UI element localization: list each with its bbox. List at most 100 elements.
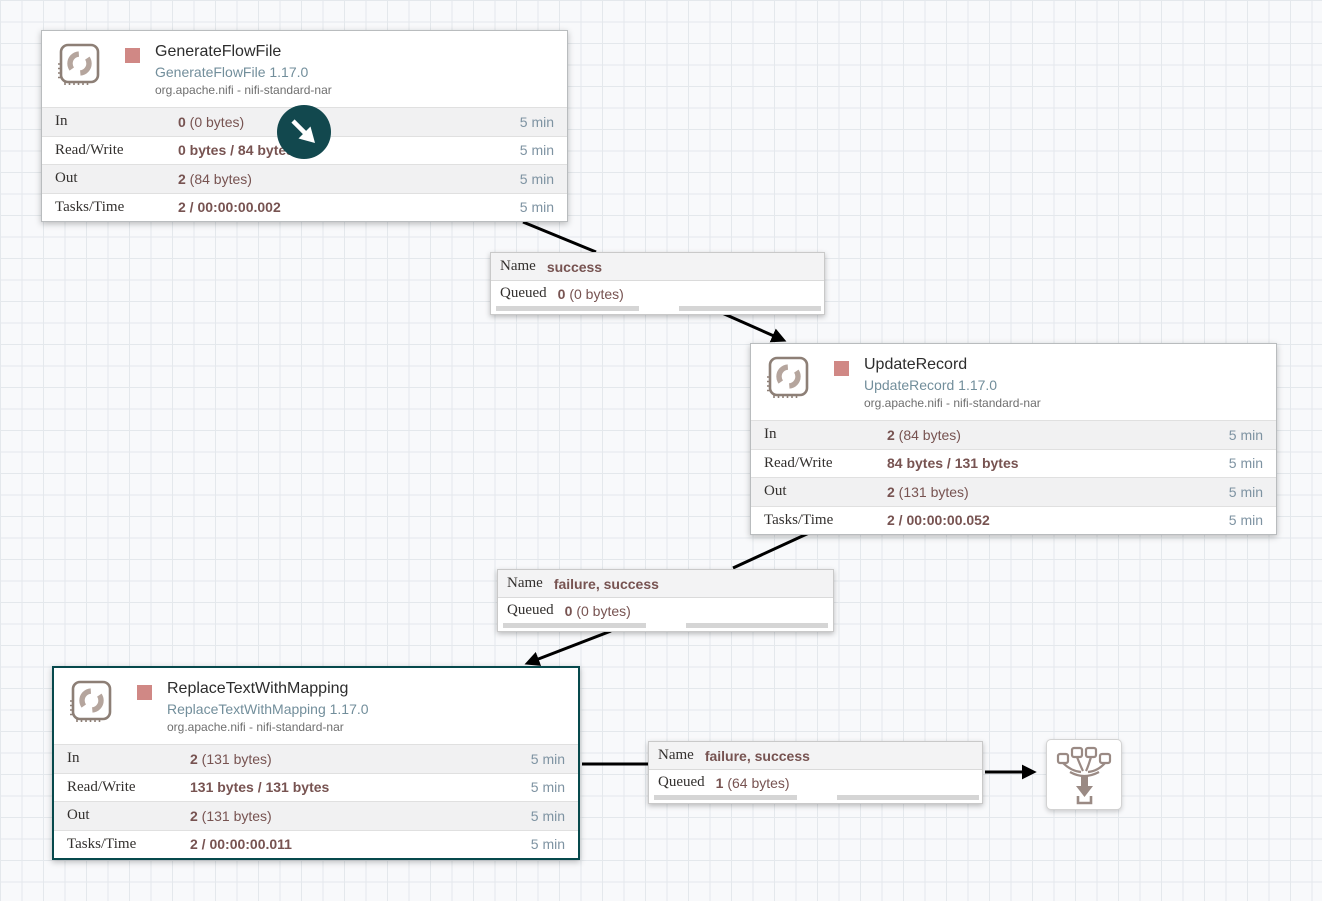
stat-label: In	[764, 426, 777, 443]
processor-replacetextwithmapping[interactable]: ReplaceTextWithMapping ReplaceTextWithMa…	[52, 666, 580, 860]
stat-value-bold: 2 / 00:00:00.052	[887, 512, 990, 529]
processor-header: UpdateRecord UpdateRecord 1.17.0 org.apa…	[751, 344, 1276, 420]
processor-type: UpdateRecord 1.17.0	[864, 377, 998, 393]
processor-icon	[767, 356, 809, 398]
stat-value-rest: (84 bytes)	[185, 170, 252, 187]
stat-value-bold: 84 bytes / 131 bytes	[887, 455, 1019, 472]
connection-name-value: failure, success	[553, 575, 659, 592]
connection-name-value: failure, success	[704, 747, 810, 764]
queue-count-bar	[496, 306, 639, 311]
stat-value: 0 bytes / 84 bytes	[178, 142, 294, 158]
stat-value-bold: 2	[178, 170, 186, 187]
connection-name-row: Name failure, success	[498, 570, 833, 598]
queue-percent-bars	[491, 306, 824, 314]
wire-generate-to-label1	[522, 220, 597, 254]
stopped-state-icon	[834, 361, 849, 376]
stat-value: 2 (131 bytes)	[887, 484, 969, 500]
connection-label-failure-success-2[interactable]: Name failure, success Queued 1 (64 bytes…	[648, 741, 983, 804]
stat-value-bold: 2 / 00:00:00.011	[190, 836, 292, 853]
stat-value-bold: 2 / 00:00:00.002	[178, 199, 281, 216]
stat-value-bold: 2	[190, 807, 198, 824]
stat-value-bold: 0 bytes / 84 bytes	[178, 142, 294, 159]
connection-name-value: success	[546, 258, 603, 275]
stat-row-readwrite: Read/Write 84 bytes / 131 bytes 5 min	[751, 448, 1276, 477]
queue-count-bar	[654, 795, 797, 800]
processor-updaterecord[interactable]: UpdateRecord UpdateRecord 1.17.0 org.apa…	[750, 343, 1277, 535]
stat-value-bold: 0	[178, 113, 186, 130]
processor-title: GenerateFlowFile	[155, 43, 282, 60]
stat-label: Out	[55, 170, 78, 187]
connect-drag-cursor-icon	[277, 105, 331, 159]
stat-window: 5 min	[530, 750, 565, 767]
stat-value-bold: 2	[887, 426, 895, 443]
stat-value: 2 / 00:00:00.011	[190, 836, 292, 852]
stat-label: Read/Write	[764, 454, 833, 471]
connection-label-failure-success[interactable]: Name failure, success Queued 0 (0 bytes)	[497, 569, 834, 632]
stat-row-taskstime: Tasks/Time 2 / 00:00:00.002 5 min	[42, 192, 567, 221]
processor-bundle: org.apache.nifi - nifi-standard-nar	[167, 720, 344, 734]
connection-queued-key: Queued	[500, 285, 547, 301]
stat-window: 5 min	[1228, 512, 1263, 529]
processor-icon	[58, 43, 100, 85]
wire-label2-to-replacetext	[524, 629, 612, 666]
stat-row-out: Out 2 (84 bytes) 5 min	[42, 164, 567, 193]
stat-label: Read/Write	[55, 141, 124, 158]
stat-window: 5 min	[1228, 483, 1263, 500]
stat-window: 5 min	[530, 779, 565, 796]
queue-count-bar	[503, 623, 646, 628]
queued-size: (0 bytes)	[572, 602, 631, 619]
stat-label: Tasks/Time	[55, 198, 125, 215]
funnel[interactable]	[1046, 739, 1122, 810]
stat-value-rest: (131 bytes)	[894, 483, 969, 500]
funnel-icon	[1056, 746, 1112, 804]
queue-percent-bars	[649, 795, 982, 803]
processor-header: GenerateFlowFile GenerateFlowFile 1.17.0…	[42, 31, 567, 107]
stat-value-bold: 2	[887, 483, 895, 500]
queued-count: 0	[564, 602, 573, 619]
stat-value: 2 / 00:00:00.002	[178, 199, 281, 215]
stat-window: 5 min	[530, 836, 565, 853]
connection-queued-key: Queued	[658, 774, 705, 790]
stat-value: 2 / 00:00:00.052	[887, 512, 990, 528]
connection-name-key: Name	[500, 258, 536, 274]
stat-window: 5 min	[519, 142, 554, 159]
queued-count: 1	[715, 774, 724, 791]
processor-header: ReplaceTextWithMapping ReplaceTextWithMa…	[54, 668, 578, 744]
connection-queued-row: Queued 1 (64 bytes)	[649, 770, 982, 795]
connection-queued-value: 0 (0 bytes)	[558, 286, 624, 302]
wire-updaterecord-to-label2	[732, 531, 810, 570]
connection-label-success[interactable]: Name success Queued 0 (0 bytes)	[490, 252, 825, 315]
queue-percent-bars	[498, 623, 833, 631]
stat-label: Read/Write	[67, 778, 136, 795]
stat-label: Tasks/Time	[764, 511, 834, 528]
processor-type: ReplaceTextWithMapping 1.17.0	[167, 701, 369, 717]
processor-bundle: org.apache.nifi - nifi-standard-nar	[155, 83, 332, 97]
stat-window: 5 min	[1228, 455, 1263, 472]
stat-row-in: In 2 (131 bytes) 5 min	[54, 744, 578, 773]
stat-value-rest: (131 bytes)	[197, 750, 272, 767]
stat-row-taskstime: Tasks/Time 2 / 00:00:00.052 5 min	[751, 505, 1276, 534]
stat-row-readwrite: Read/Write 131 bytes / 131 bytes 5 min	[54, 772, 578, 801]
connection-queued-row: Queued 0 (0 bytes)	[491, 281, 824, 306]
connection-queued-value: 0 (0 bytes)	[565, 603, 631, 619]
stat-row-out: Out 2 (131 bytes) 5 min	[751, 477, 1276, 506]
stat-value-rest: (131 bytes)	[197, 807, 272, 824]
connection-name-key: Name	[658, 747, 694, 763]
stat-window: 5 min	[530, 807, 565, 824]
stat-value: 2 (84 bytes)	[178, 171, 252, 187]
connection-queued-row: Queued 0 (0 bytes)	[498, 598, 833, 623]
queue-size-bar	[837, 795, 979, 800]
stat-label: Out	[67, 807, 90, 824]
queued-size: (64 bytes)	[723, 774, 790, 791]
stat-label: Tasks/Time	[67, 835, 137, 852]
stat-value-rest: (84 bytes)	[894, 426, 961, 443]
wire-label1-to-updaterecord	[721, 311, 787, 343]
stat-window: 5 min	[1228, 426, 1263, 443]
stat-value: 2 (131 bytes)	[190, 751, 272, 767]
stat-label: Out	[764, 483, 787, 500]
stat-value-rest: (0 bytes)	[185, 113, 245, 130]
connection-name-row: Name success	[491, 253, 824, 281]
stopped-state-icon	[125, 48, 140, 63]
stat-label: In	[67, 750, 80, 767]
